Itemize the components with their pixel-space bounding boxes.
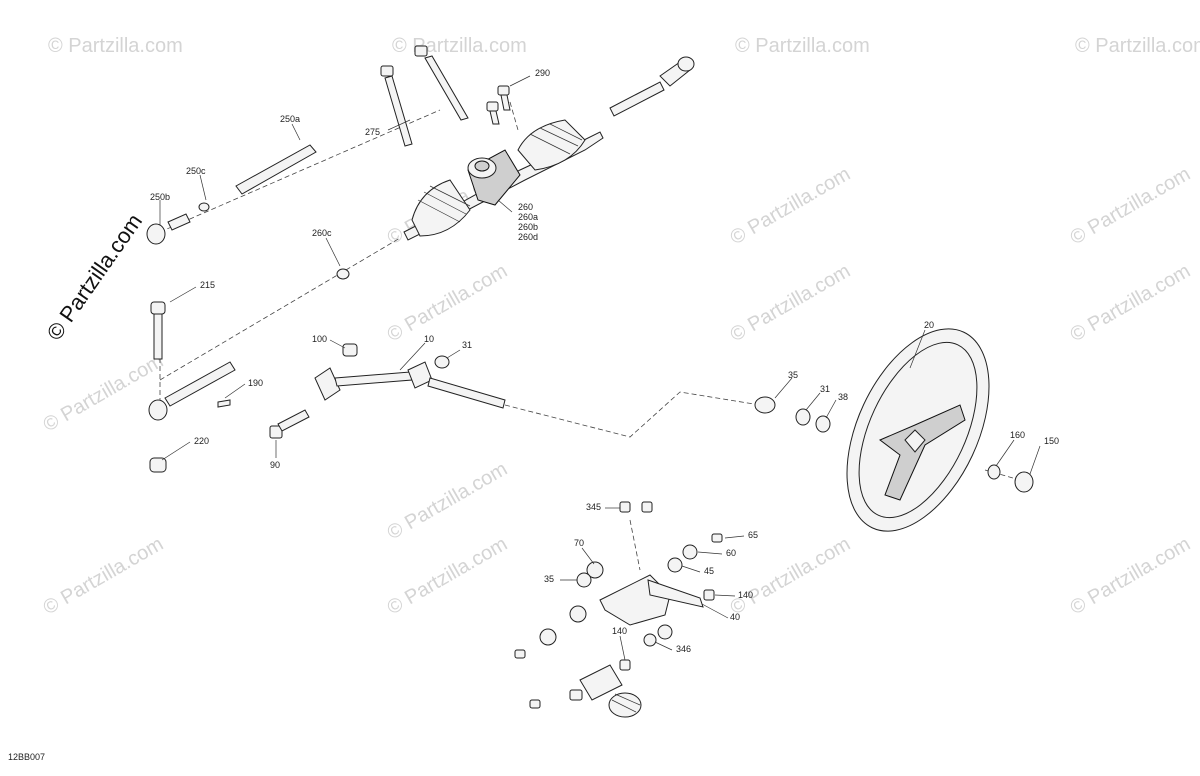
watermark: © Partzilla.com bbox=[727, 533, 855, 619]
watermark-layer: © Partzilla.com © Partzilla.com © Partzi… bbox=[40, 35, 1200, 619]
callout-40: 40 bbox=[730, 612, 740, 622]
callout-45: 45 bbox=[704, 566, 714, 576]
watermark: © Partzilla.com bbox=[727, 163, 855, 249]
callout-70: 70 bbox=[574, 538, 584, 548]
watermark: © Partzilla.com bbox=[48, 35, 183, 57]
callout-31: 31 bbox=[462, 340, 472, 350]
watermark: © Partzilla.com bbox=[392, 35, 527, 57]
leader-lines bbox=[159, 75, 1041, 661]
callout-65: 65 bbox=[748, 530, 758, 540]
watermark: © Partzilla.com bbox=[1067, 533, 1195, 619]
callout-250a: 250a bbox=[280, 114, 300, 124]
watermark: © Partzilla.com bbox=[384, 533, 512, 619]
watermark: © Partzilla.com bbox=[1067, 260, 1195, 346]
callout-275: 275 bbox=[365, 127, 380, 137]
callout-38: 38 bbox=[838, 392, 848, 402]
callout-90: 90 bbox=[270, 460, 280, 470]
callout-260c: 260c bbox=[312, 228, 332, 238]
callout-215: 215 bbox=[200, 280, 215, 290]
callout-160: 160 bbox=[1010, 430, 1025, 440]
callout-150: 150 bbox=[1044, 436, 1059, 446]
steering-shaft bbox=[269, 343, 506, 439]
steering-wheel bbox=[754, 328, 1034, 532]
watermark: © Partzilla.com bbox=[384, 260, 512, 346]
watermark: © Partzilla.com bbox=[384, 458, 512, 544]
callout-260a: 260a bbox=[518, 212, 538, 222]
callout-260b: 260b bbox=[518, 222, 538, 232]
callout-190: 190 bbox=[248, 378, 263, 388]
watermark: © Partzilla.com bbox=[735, 35, 870, 57]
callout-100: 100 bbox=[312, 334, 327, 344]
callout-345: 345 bbox=[586, 502, 601, 512]
callout-260d: 260d bbox=[518, 232, 538, 242]
callout-140: 140 bbox=[738, 590, 753, 600]
callout-35: 35 bbox=[544, 574, 554, 584]
watermark: © Partzilla.com bbox=[40, 533, 168, 619]
callout-220: 220 bbox=[194, 436, 209, 446]
callout-20: 20 bbox=[924, 320, 934, 330]
callout-60: 60 bbox=[726, 548, 736, 558]
callout-35: 35 bbox=[788, 370, 798, 380]
watermark: © Partzilla.com bbox=[40, 350, 168, 436]
callout-260: 260 bbox=[518, 202, 533, 212]
callout-labels: 290 275 250a 250c 250b 260 260a 260b 260… bbox=[150, 68, 1059, 654]
callout-140: 140 bbox=[612, 626, 627, 636]
callout-250c: 250c bbox=[186, 166, 206, 176]
lower-tie-rod bbox=[148, 301, 236, 473]
diagram-code: 12BB007 bbox=[8, 752, 46, 762]
tilt-bracket bbox=[514, 501, 723, 718]
callout-31: 31 bbox=[820, 384, 830, 394]
callout-250b: 250b bbox=[150, 192, 170, 202]
callout-290: 290 bbox=[535, 68, 550, 78]
watermark: © Partzilla.com bbox=[727, 260, 855, 346]
callout-346: 346 bbox=[676, 644, 691, 654]
assembly-lines bbox=[159, 101, 1021, 571]
watermark: © Partzilla.com bbox=[1067, 163, 1195, 249]
watermark-main: © Partzilla.com bbox=[42, 209, 148, 345]
steering-rack bbox=[146, 45, 695, 280]
callout-10: 10 bbox=[424, 334, 434, 344]
watermark: © Partzilla.com bbox=[1075, 35, 1200, 57]
